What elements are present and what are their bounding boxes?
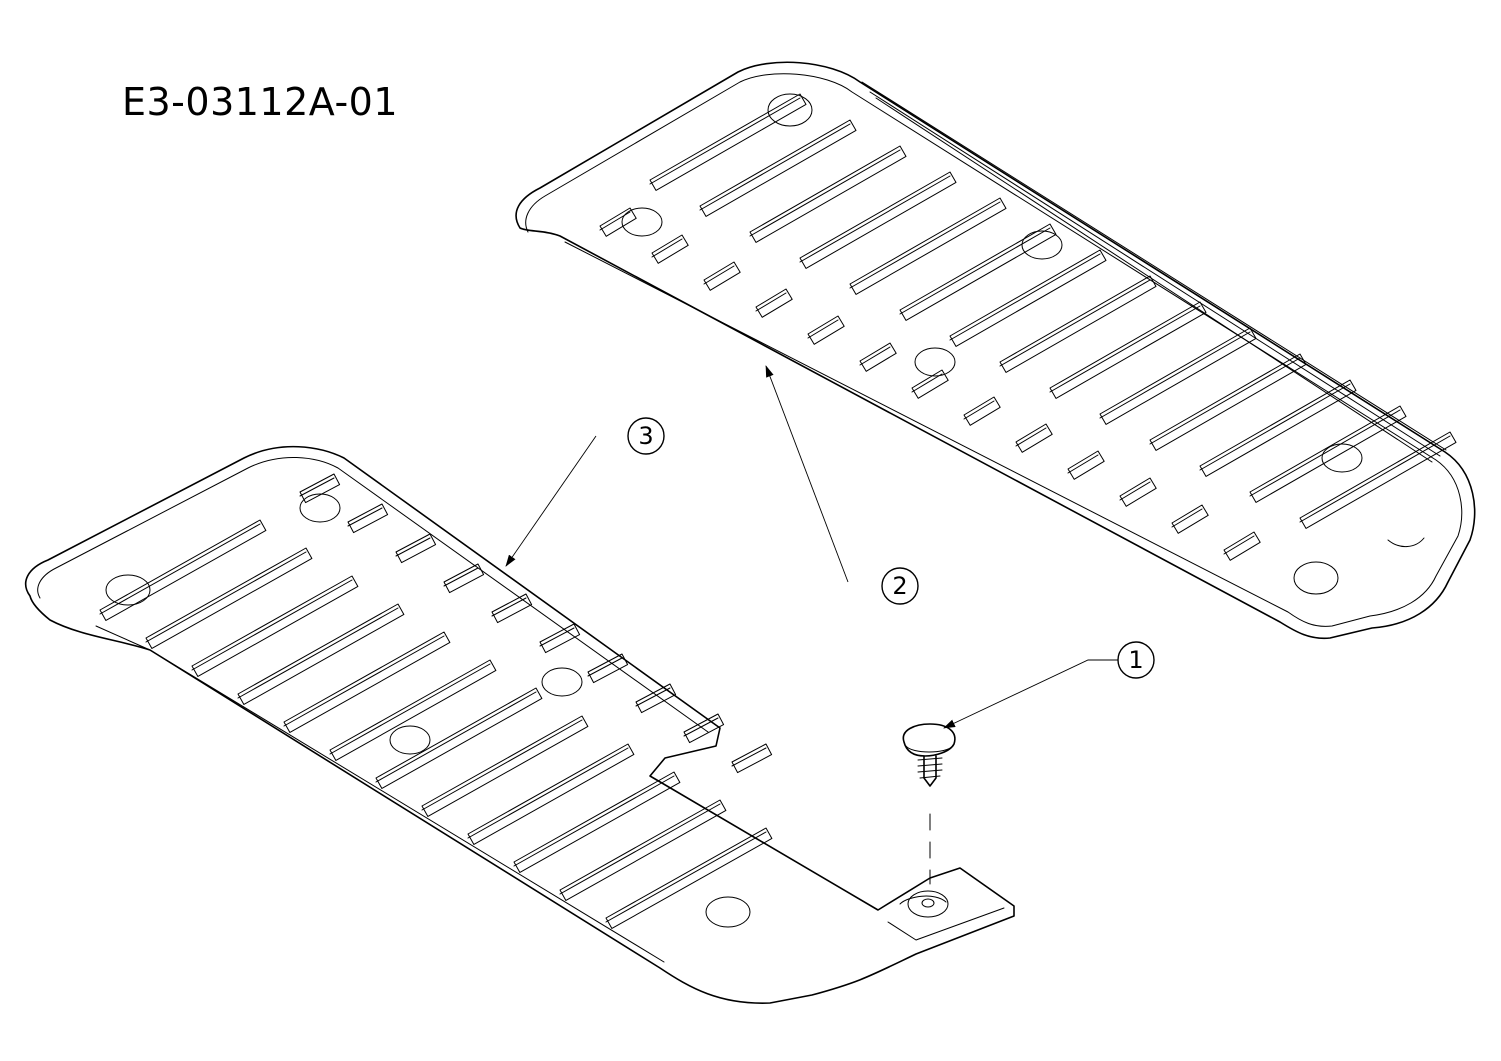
callout-3[interactable]: 3: [627, 417, 665, 455]
tread-rib: [849, 197, 1007, 295]
tread-rib: [1049, 301, 1207, 399]
screw[interactable]: [902, 723, 956, 885]
tread-rib: [683, 713, 725, 744]
tread-rib: [1171, 504, 1209, 534]
tread-rib: [799, 171, 957, 269]
tread-rib: [539, 623, 581, 654]
callout-2[interactable]: 2: [881, 567, 919, 605]
tread-rib: [1149, 353, 1307, 451]
tread-rib: [1199, 379, 1357, 477]
tread-rib: [587, 653, 629, 684]
tread-rib: [395, 533, 437, 564]
tread-rib: [329, 659, 497, 761]
tread-rib: [491, 593, 533, 624]
callout-2-label: 2: [892, 572, 907, 600]
tread-rib: [749, 145, 907, 243]
tread-rib: [731, 743, 773, 774]
left-floor-mat[interactable]: [24, 445, 1015, 1004]
tread-rib: [963, 396, 1001, 426]
tread-rib: [651, 234, 689, 264]
tread-rib: [949, 249, 1107, 347]
tread-rib: [859, 342, 897, 372]
tread-rib: [559, 799, 727, 901]
left-mat-screw-holes: [105, 493, 949, 928]
tread-rib: [649, 93, 807, 191]
callout-leaders: [505, 365, 1118, 729]
right-floor-mat[interactable]: [515, 61, 1476, 640]
tread-rib: [421, 715, 589, 817]
tread-rib: [347, 503, 389, 534]
tread-rib: [467, 743, 635, 845]
tread-rib: [237, 603, 405, 705]
tread-rib: [1099, 327, 1257, 425]
tread-rib: [191, 575, 359, 677]
tread-rib: [699, 119, 857, 217]
tread-rib: [703, 261, 741, 291]
tread-rib: [513, 771, 681, 873]
tread-rib: [1299, 431, 1457, 529]
tread-rib: [1119, 477, 1157, 507]
tread-rib: [911, 369, 949, 399]
tread-rib: [299, 473, 341, 504]
tread-rib: [1015, 423, 1053, 453]
tread-rib: [1067, 450, 1105, 480]
tread-rib: [283, 631, 451, 733]
tread-rib: [807, 315, 845, 345]
callout-1[interactable]: 1: [1117, 641, 1155, 679]
tread-rib: [1223, 531, 1261, 561]
tread-rib: [99, 519, 267, 621]
tread-rib: [605, 827, 773, 929]
tread-rib: [443, 563, 485, 594]
callout-1-label: 1: [1128, 646, 1143, 674]
drawing-id: E3-03112A-01: [122, 80, 399, 124]
callout-3-label: 3: [638, 422, 653, 450]
right-mat-screw-holes: [621, 93, 1363, 595]
tread-rib: [899, 223, 1057, 321]
tread-rib: [599, 207, 637, 237]
tread-rib: [1249, 405, 1407, 503]
tread-rib: [145, 547, 313, 649]
tread-rib: [375, 687, 543, 789]
tread-rib: [999, 275, 1157, 373]
tread-rib: [755, 288, 793, 318]
tread-rib: [635, 683, 677, 714]
left-mat-ribs: [99, 473, 773, 929]
